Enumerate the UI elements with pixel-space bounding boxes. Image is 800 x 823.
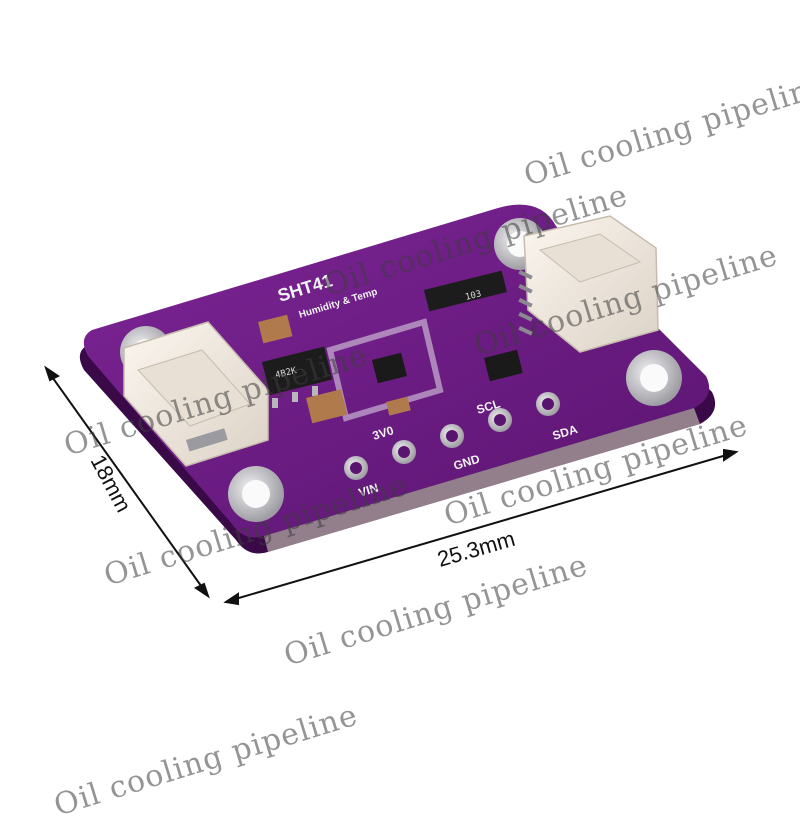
mosfet-chip	[484, 349, 523, 382]
left-jst-connector	[123, 321, 269, 467]
width-dimension	[223, 448, 739, 606]
product-photo: VIN 3V0 GND SCL SDA SHT41 Humidity & Tem…	[44, 204, 739, 606]
chip-marking: 103	[464, 289, 482, 303]
pin-label-scl: SCL	[475, 396, 502, 416]
pin-pads	[344, 392, 560, 480]
height-dimension	[44, 365, 210, 599]
capacitor	[258, 314, 293, 344]
pin-label-vin: VIN	[357, 481, 380, 500]
regulator-chip: 4B2K	[261, 346, 333, 408]
pin-label-3v0: 3V0	[371, 423, 396, 443]
mounting-hole-bottom-left	[228, 466, 284, 522]
humidity-sensor-chip	[372, 352, 407, 384]
capacitor	[305, 389, 348, 424]
resistor-array-chip: 103	[424, 270, 507, 312]
right-jst-connector	[518, 215, 659, 353]
mounting-hole-bottom-right	[626, 350, 682, 406]
capacitor	[386, 396, 411, 416]
width-label: 25.3mm	[434, 526, 517, 572]
